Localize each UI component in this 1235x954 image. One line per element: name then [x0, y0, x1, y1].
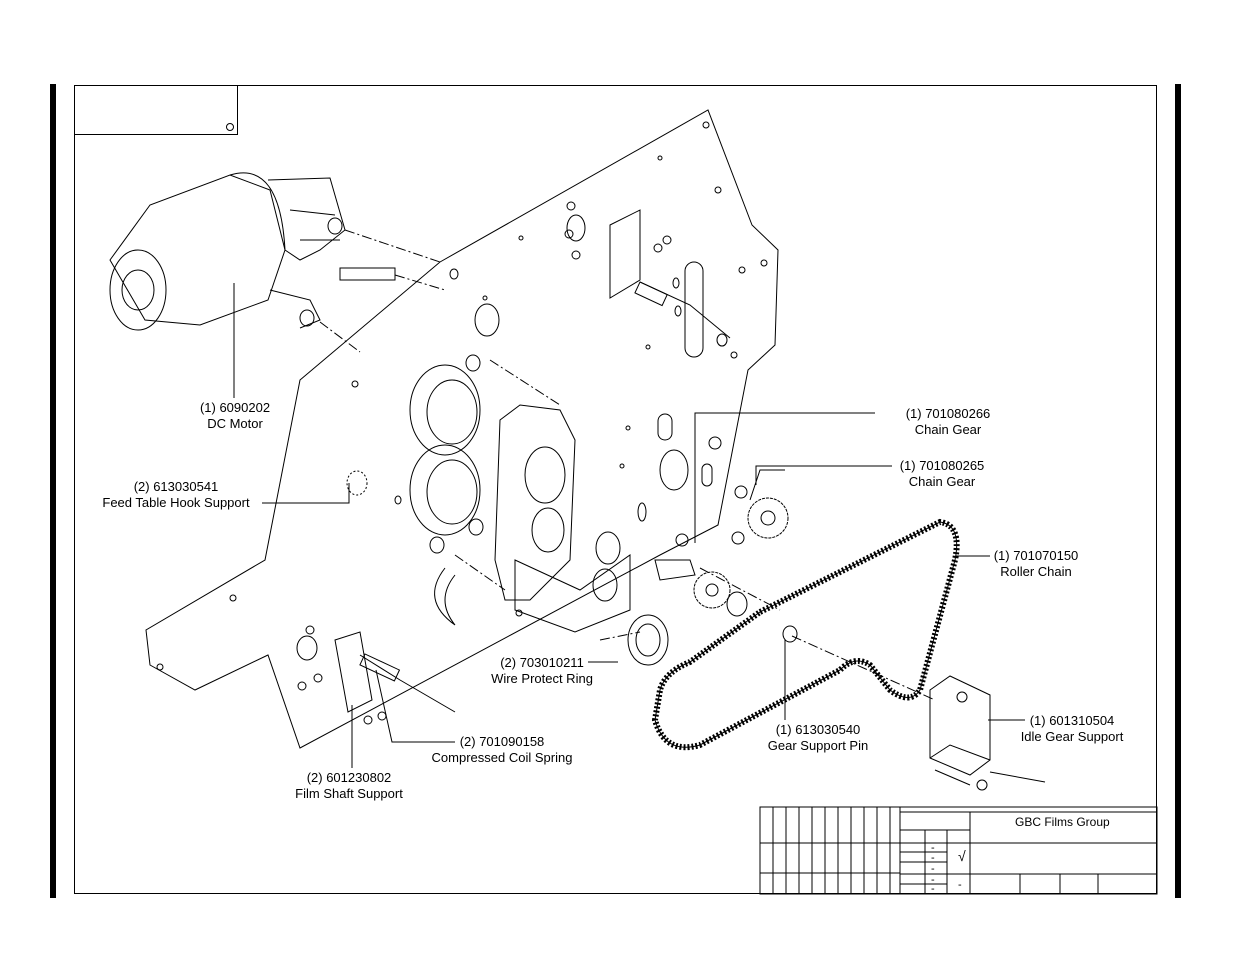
callout-part-name: Wire Protect Ring	[491, 671, 593, 686]
idle-gear-support-drawing	[929, 675, 1046, 791]
check-mark: √	[958, 848, 966, 864]
callout-part-name: Feed Table Hook Support	[102, 495, 250, 510]
callout-part-number: (1) 701080265	[899, 458, 985, 473]
corner-dot	[226, 123, 234, 131]
callout-part-number: (2) 701090158	[459, 734, 545, 749]
title-block-grid	[759, 806, 1158, 895]
callout-dc-motor: (1) 6090202 DC Motor	[175, 400, 295, 432]
callout-part-name: Chain Gear	[908, 474, 976, 489]
callout-part-number: (1) 701070150	[993, 548, 1079, 563]
dash-5: -	[931, 883, 935, 895]
top-bracket-assembly	[609, 209, 731, 339]
main-plate	[145, 109, 779, 749]
callout-part-name: Gear Support Pin	[767, 738, 869, 753]
company-name: GBC Films Group	[1015, 815, 1110, 829]
plate-holes	[156, 121, 768, 671]
right-border-bar	[1175, 84, 1181, 898]
film-shaft-bracket	[296, 625, 456, 725]
callout-chain-gear-265: (1) 701080265 Chain Gear	[882, 458, 1002, 490]
callout-idle-gear-support: (1) 601310504 Idle Gear Support	[1010, 713, 1134, 745]
left-border-bar	[50, 84, 56, 898]
callout-chain-gear-266: (1) 701080266 Chain Gear	[888, 406, 1008, 438]
dash-6: -	[958, 879, 962, 891]
callout-part-number: (2) 601230802	[306, 770, 392, 785]
callout-part-number: (2) 703010211	[500, 655, 584, 670]
drawing-frame	[74, 85, 1157, 894]
callout-part-name: Roller Chain	[1000, 564, 1072, 579]
callout-compressed-coil-spring: (2) 701090158 Compressed Coil Spring	[422, 734, 582, 766]
callout-part-number: (2) 613030541	[133, 479, 219, 494]
dash-2: -	[931, 852, 935, 864]
roller-chain-drawing	[651, 518, 960, 751]
assembly-center-lines	[319, 229, 936, 701]
callout-part-number: (1) 613030540	[775, 722, 861, 737]
dash-4: -	[931, 874, 935, 886]
callout-part-number: (1) 601310504	[1029, 713, 1115, 728]
callout-film-shaft-support: (2) 601230802 Film Shaft Support	[286, 770, 412, 802]
callout-gear-support-pin: (1) 613030540 Gear Support Pin	[756, 722, 880, 754]
callout-part-number: (1) 6090202	[199, 400, 271, 415]
callout-roller-chain: (1) 701070150 Roller Chain	[976, 548, 1096, 580]
corner-box	[74, 85, 238, 135]
callout-part-name: Idle Gear Support	[1020, 729, 1124, 744]
bearing-assembly	[346, 354, 631, 633]
callout-part-name: Film Shaft Support	[295, 786, 403, 801]
callout-part-number: (1) 701080266	[905, 406, 991, 421]
dash-3: -	[931, 863, 935, 875]
dash-1: -	[931, 842, 935, 854]
dc-motor-drawing	[109, 172, 396, 331]
callout-feed-table-hook-support: (2) 613030541 Feed Table Hook Support	[96, 479, 256, 511]
gears-and-ring	[627, 436, 798, 666]
callout-wire-protect-ring: (2) 703010211 Wire Protect Ring	[476, 655, 608, 687]
callout-part-name: Chain Gear	[914, 422, 982, 437]
leader-lines	[233, 283, 1025, 768]
roller-chain-outline	[654, 521, 958, 748]
callout-part-name: DC Motor	[207, 416, 263, 431]
callout-part-name: Compressed Coil Spring	[431, 750, 573, 765]
